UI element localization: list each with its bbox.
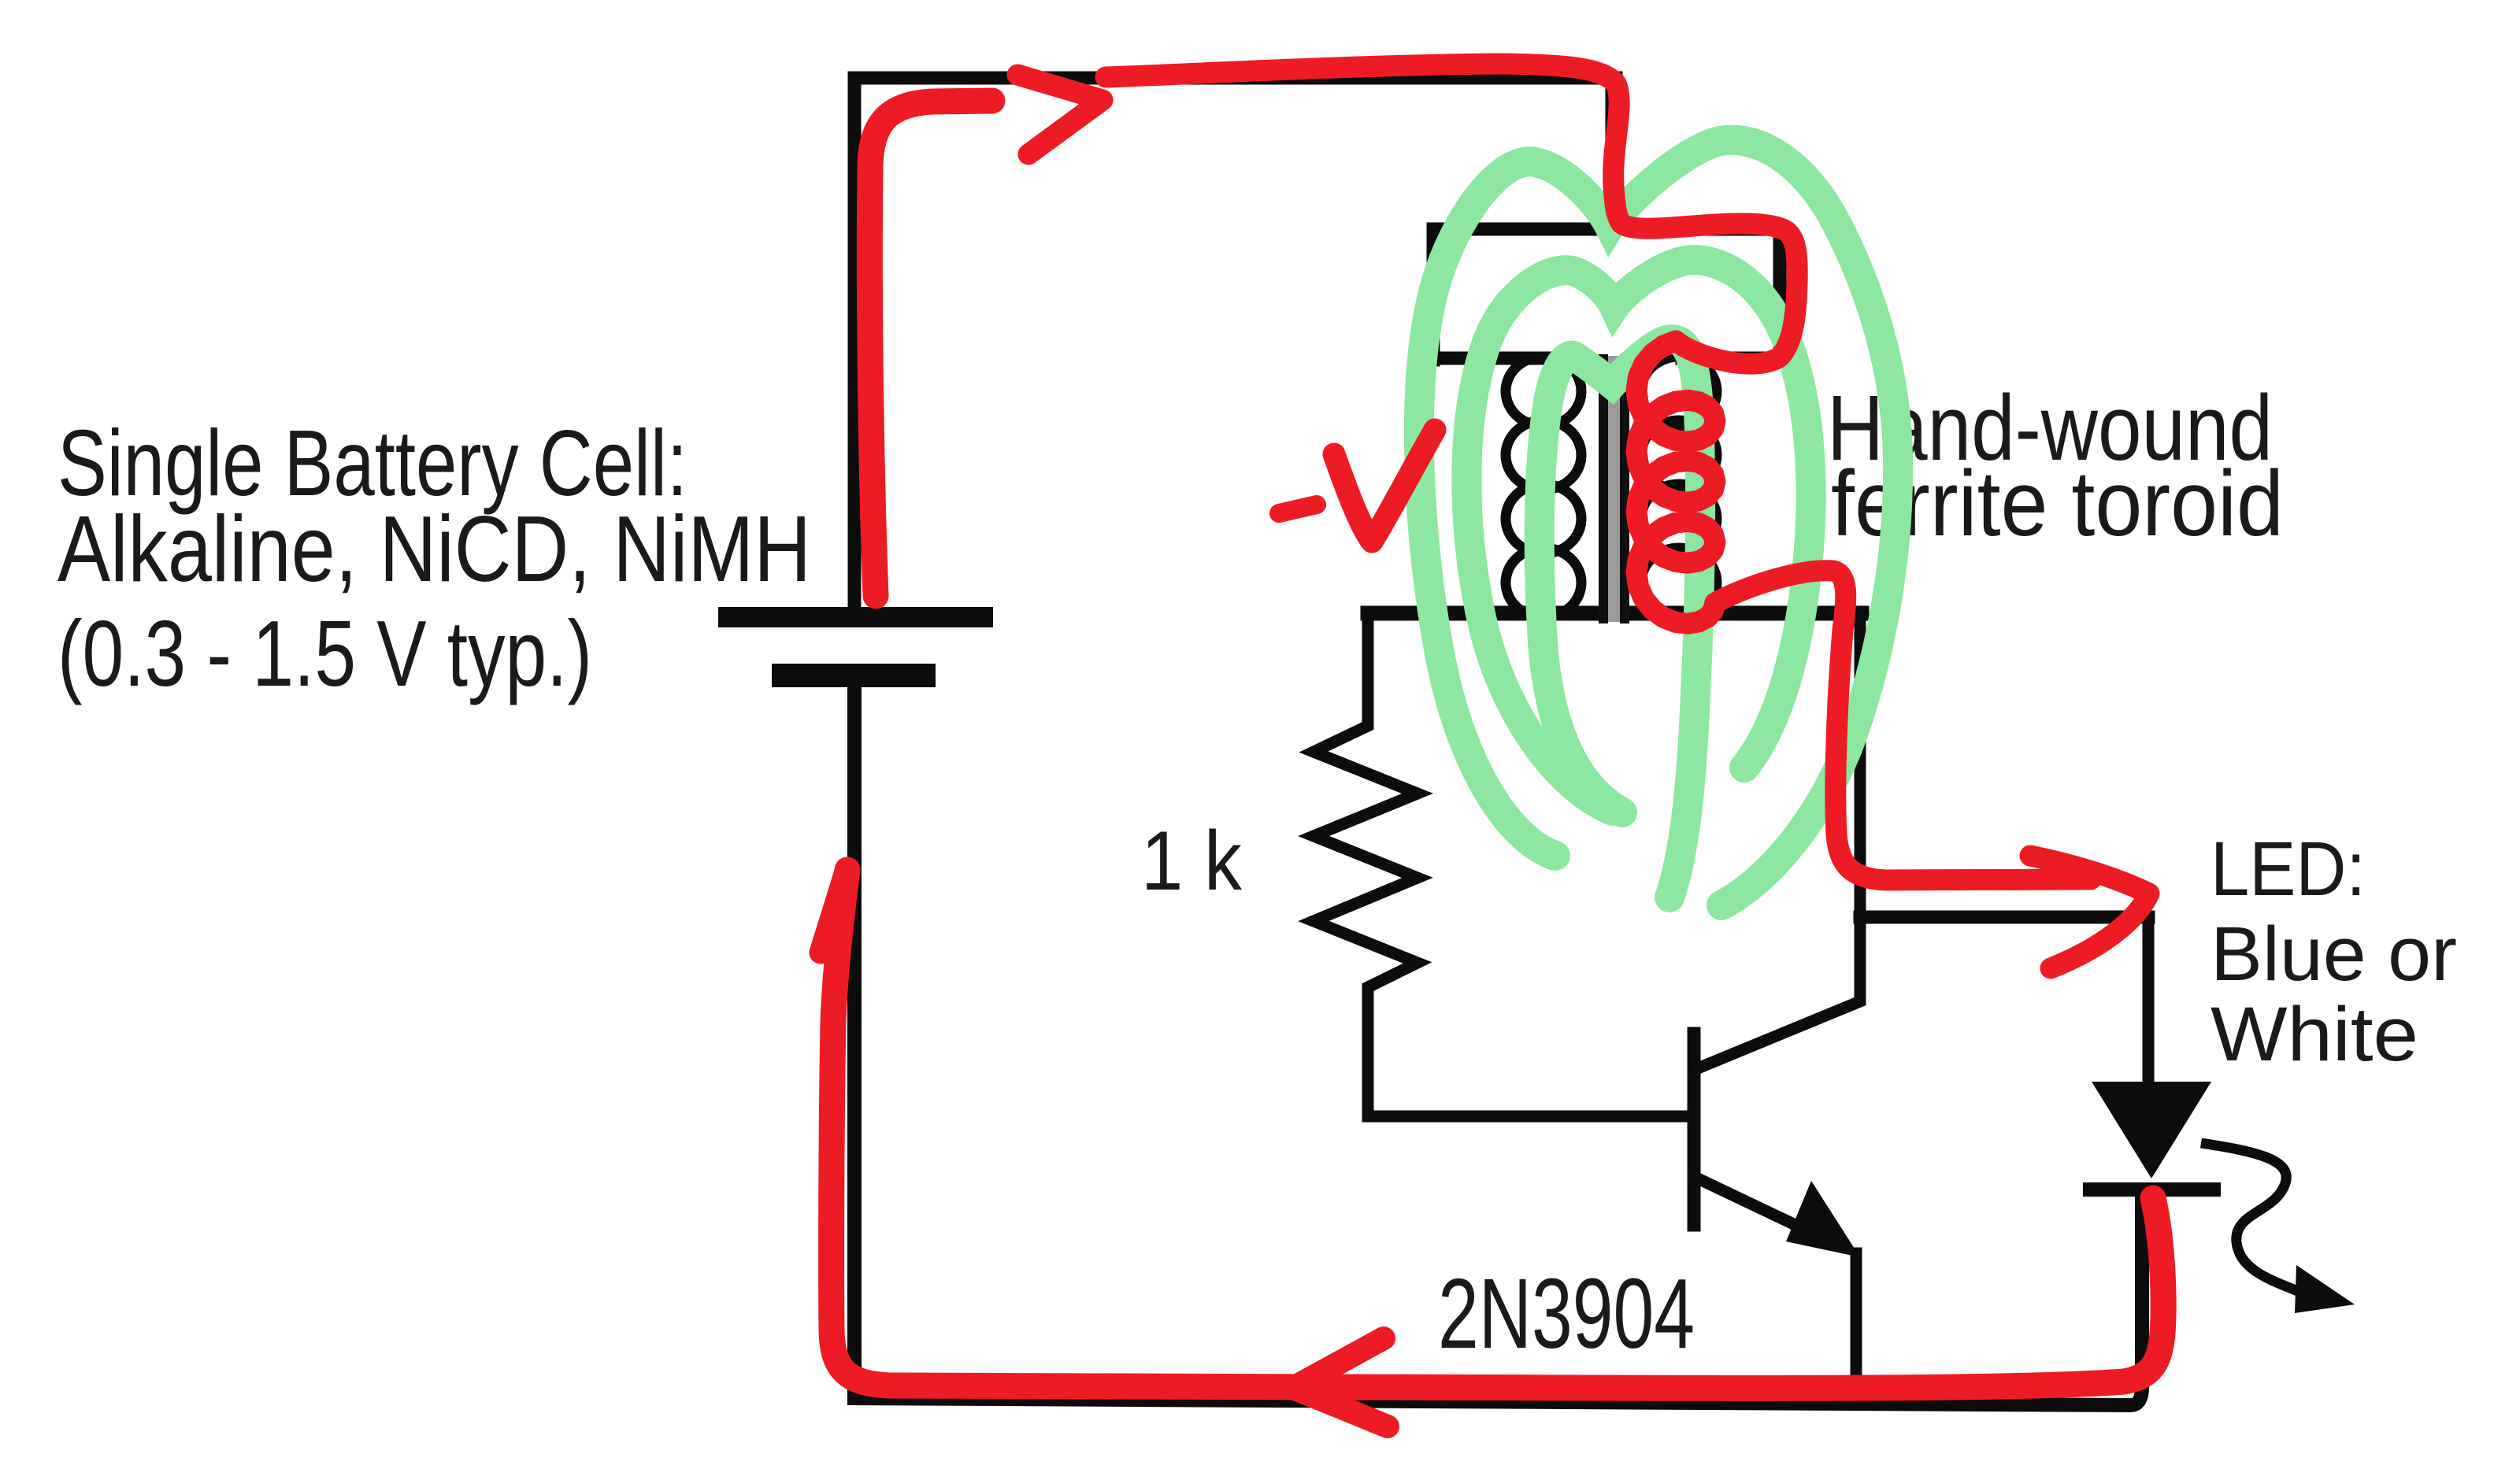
svg-text:LED:: LED:	[2211, 826, 2366, 912]
svg-text:Single Battery Cell:: Single Battery Cell:	[57, 411, 687, 516]
svg-text:1 k: 1 k	[1141, 813, 1242, 908]
svg-text:Alkaline, NiCD, NiMH: Alkaline, NiCD, NiMH	[57, 497, 811, 601]
svg-text:White: White	[2211, 991, 2418, 1077]
svg-text:2N3904: 2N3904	[1438, 1258, 1695, 1369]
svg-text:(0.3 - 1.5 V typ.): (0.3 - 1.5 V typ.)	[57, 601, 592, 706]
svg-text:Blue or: Blue or	[2211, 911, 2457, 997]
